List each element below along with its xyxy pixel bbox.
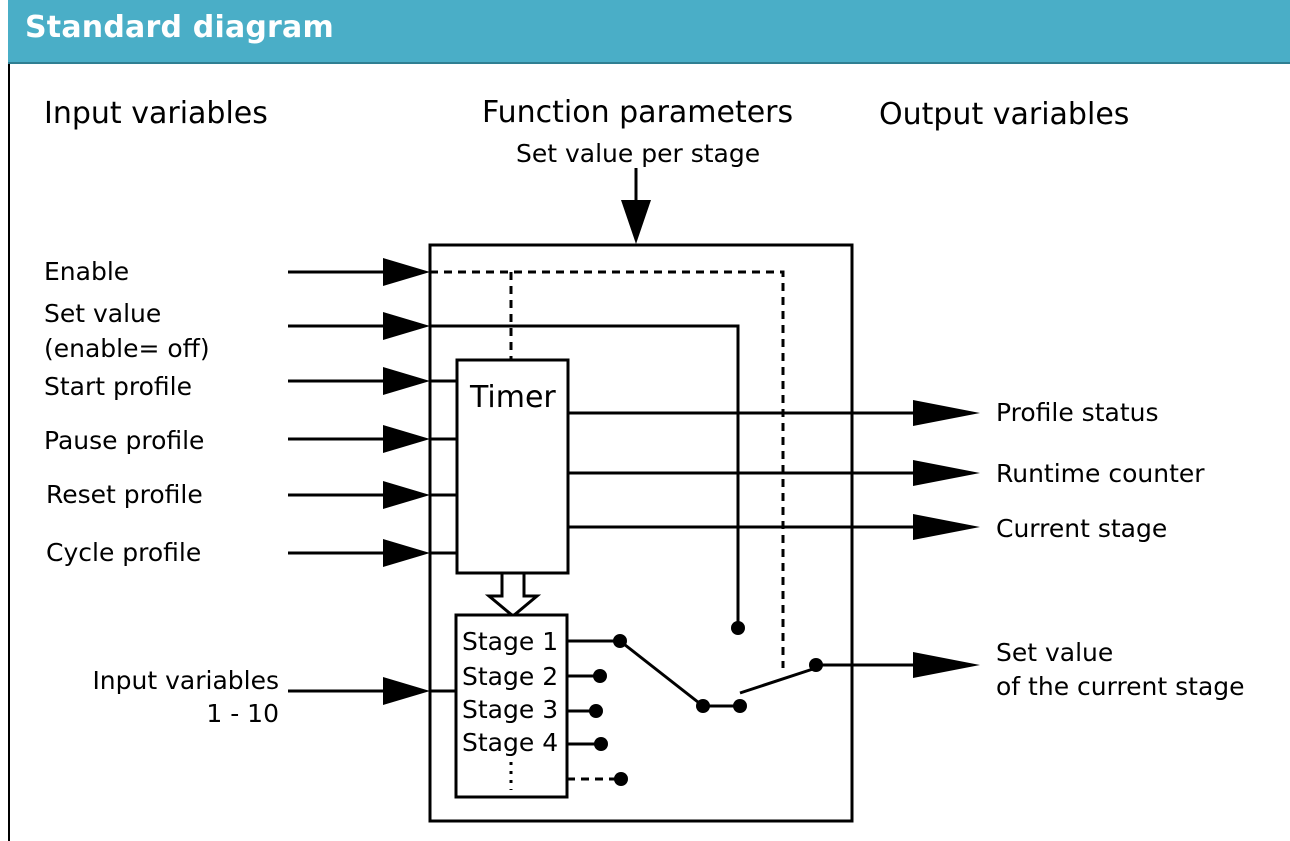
heading-function-parameters: Function parameters: [482, 95, 793, 130]
output-profile-status-label: Profile status: [996, 398, 1159, 427]
input-set-value-note: (enable= off): [44, 334, 210, 363]
function-block: [428, 243, 854, 823]
input-variables-label: Input variables: [92, 666, 279, 695]
stage-3-label: Stage 3: [462, 695, 558, 724]
enable-dashed-line: [430, 270, 785, 668]
output-runtime-counter-label: Runtime counter: [996, 459, 1205, 488]
heading-output-variables: Output variables: [879, 97, 1129, 132]
input-set-value-label: Set value: [44, 299, 161, 328]
section-header: Standard diagram: [8, 0, 1290, 64]
stage-contacts: [567, 634, 628, 786]
input-start-profile-label: Start profile: [44, 372, 192, 401]
selector-switches: [619, 621, 930, 713]
output-set-value-note: of the current stage: [996, 672, 1245, 701]
timer-to-stages-arrow: [484, 571, 542, 618]
output-arrows: [568, 400, 980, 678]
input-cycle-profile-label: Cycle profile: [46, 538, 201, 567]
content-panel: [8, 0, 1290, 841]
input-arrows: [288, 258, 430, 705]
stage-1-label: Stage 1: [462, 627, 558, 656]
timer-block: [455, 358, 570, 575]
param-set-value-per-stage: Set value per stage: [516, 139, 760, 168]
input-variables-range: 1 - 10: [206, 699, 279, 728]
param-arrow: [621, 168, 651, 244]
stage-4-label: Stage 4: [462, 728, 558, 757]
timer-label: Timer: [469, 380, 556, 415]
stage-block: [454, 613, 569, 799]
output-set-value-label: Set value: [996, 638, 1113, 667]
input-enable-label: Enable: [44, 257, 129, 286]
output-current-stage-label: Current stage: [996, 514, 1167, 543]
section-title: Standard diagram: [25, 10, 334, 45]
input-reset-profile-label: Reset profile: [46, 480, 203, 509]
heading-input-variables: Input variables: [44, 96, 268, 131]
stage-2-label: Stage 2: [462, 662, 558, 691]
input-pause-profile-label: Pause profile: [44, 426, 204, 455]
